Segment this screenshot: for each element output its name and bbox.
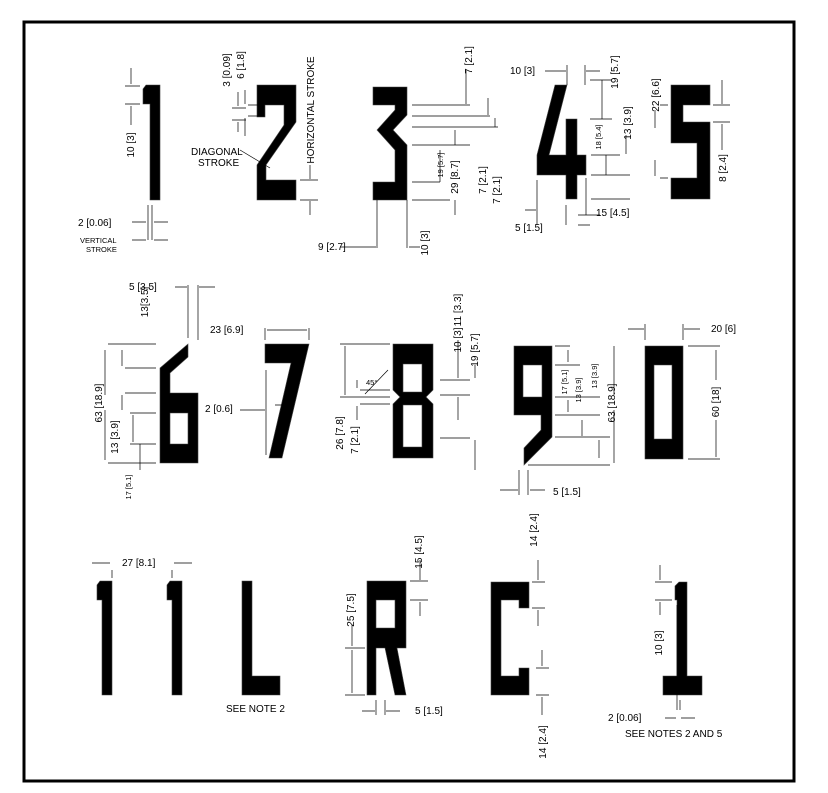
glyph-3 bbox=[372, 86, 408, 201]
glyph-L bbox=[241, 580, 281, 696]
label-six-13: 13 [3.9] bbox=[110, 420, 121, 454]
label-c-14-top: 14 [2.4] bbox=[529, 513, 540, 547]
label-eight-19: 19 [5.7] bbox=[470, 333, 481, 367]
label-four-15: 15 [4.5] bbox=[596, 208, 630, 219]
label-six-17: 17 [5.1] bbox=[124, 474, 133, 499]
label-one-stroke-gap: 2 [0.06] bbox=[78, 218, 112, 229]
label-vertical-stroke-1: VERTICAL bbox=[80, 236, 117, 245]
label-nine-5: 5 [1.5] bbox=[553, 487, 581, 498]
glyph-5 bbox=[670, 84, 711, 200]
label-three-19: 19 [5.7] bbox=[436, 152, 445, 177]
glyph-R bbox=[366, 580, 407, 696]
label-diagonal-stroke-2: STROKE bbox=[198, 158, 239, 169]
label-four-13: 13 [3.9] bbox=[623, 106, 634, 140]
label-three-width: 9 [2.7] bbox=[318, 242, 346, 253]
label-zero-20: 20 [6] bbox=[711, 324, 736, 335]
glyph-0 bbox=[644, 345, 684, 460]
label-horizontal-stroke: HORIZONTAL STROKE bbox=[306, 56, 317, 164]
glyph-9 bbox=[513, 345, 553, 466]
label-four-top: 10 [3] bbox=[510, 66, 535, 77]
label-three-7b: 7 [2.1] bbox=[492, 176, 503, 204]
label-two-notch-small: 3 [0.09] bbox=[222, 53, 233, 87]
label-three-29: 29 [8.7] bbox=[450, 160, 461, 194]
label-nine-13b: 13 [3.9] bbox=[590, 363, 599, 388]
label-eight-angle: 45° bbox=[366, 378, 377, 387]
label-two-notch: 6 [1.8] bbox=[236, 51, 247, 79]
glyph-1 bbox=[142, 84, 161, 201]
label-four-18: 18 [5.4] bbox=[594, 124, 603, 149]
label-one-2: 2 [0.06] bbox=[608, 713, 642, 724]
label-one-10: 10 [3] bbox=[654, 630, 665, 655]
label-four-19: 19 [5.7] bbox=[610, 55, 621, 89]
label-six-5: 5 [3.5] bbox=[129, 282, 157, 293]
glyph-C bbox=[490, 581, 530, 696]
label-see-note-2: SEE NOTE 2 bbox=[226, 704, 285, 715]
label-spacing-27: 27 [8.1] bbox=[122, 558, 156, 569]
label-three-offset: 10 [3] bbox=[420, 230, 431, 255]
label-six-63: 63 [18.9] bbox=[94, 383, 105, 422]
glyph-4 bbox=[536, 84, 587, 200]
dimension-lines bbox=[92, 65, 730, 719]
label-three-7a: 7 [2.1] bbox=[478, 166, 489, 194]
label-eight-10: 10 [3] bbox=[453, 327, 464, 352]
label-r-25: 25 [7.5] bbox=[346, 593, 357, 627]
label-eight-26: 26 [7.8] bbox=[335, 416, 346, 450]
label-eight-7: 7 [2.1] bbox=[350, 426, 361, 454]
glyph-8 bbox=[392, 343, 434, 459]
glyph-1-second bbox=[166, 580, 183, 696]
label-one-top-height: 10 [3] bbox=[126, 132, 137, 157]
glyph-2 bbox=[256, 84, 297, 201]
glyph-1-left bbox=[96, 580, 113, 696]
label-r-5: 5 [1.5] bbox=[415, 706, 443, 717]
label-four-5: 5 [1.5] bbox=[515, 223, 543, 234]
label-c-14-bottom: 14 [2.4] bbox=[538, 725, 549, 759]
label-see-notes-2-5: SEE NOTES 2 AND 5 bbox=[625, 729, 723, 740]
label-diagonal-stroke-1: DIAGONAL bbox=[191, 147, 243, 158]
label-nine-17: 17 [5.1] bbox=[560, 369, 569, 394]
label-nine-63: 63 [18.9] bbox=[607, 383, 618, 422]
label-three-top: 7 [2.1] bbox=[464, 46, 475, 74]
label-zero-60: 60 [18] bbox=[711, 386, 722, 417]
glyph-1-serif bbox=[662, 581, 703, 696]
label-five-22: 22 [6.6] bbox=[651, 78, 662, 112]
drawing-frame bbox=[22, 20, 796, 783]
label-six-13-top: 13[3.5] bbox=[140, 286, 151, 317]
label-five-8: 8 [2.4] bbox=[718, 154, 729, 182]
label-vertical-stroke-2: STROKE bbox=[86, 245, 117, 254]
label-nine-13a: 13 [3.9] bbox=[574, 377, 583, 402]
label-eight-11: 11 [3.3] bbox=[453, 293, 464, 326]
label-seven-2: 2 [0.6] bbox=[205, 404, 233, 415]
label-seven-23: 23 [6.9] bbox=[210, 325, 244, 336]
glyph-7 bbox=[264, 343, 310, 459]
glyph-6 bbox=[159, 343, 199, 464]
label-r-15: 15 [4.5] bbox=[414, 535, 425, 569]
